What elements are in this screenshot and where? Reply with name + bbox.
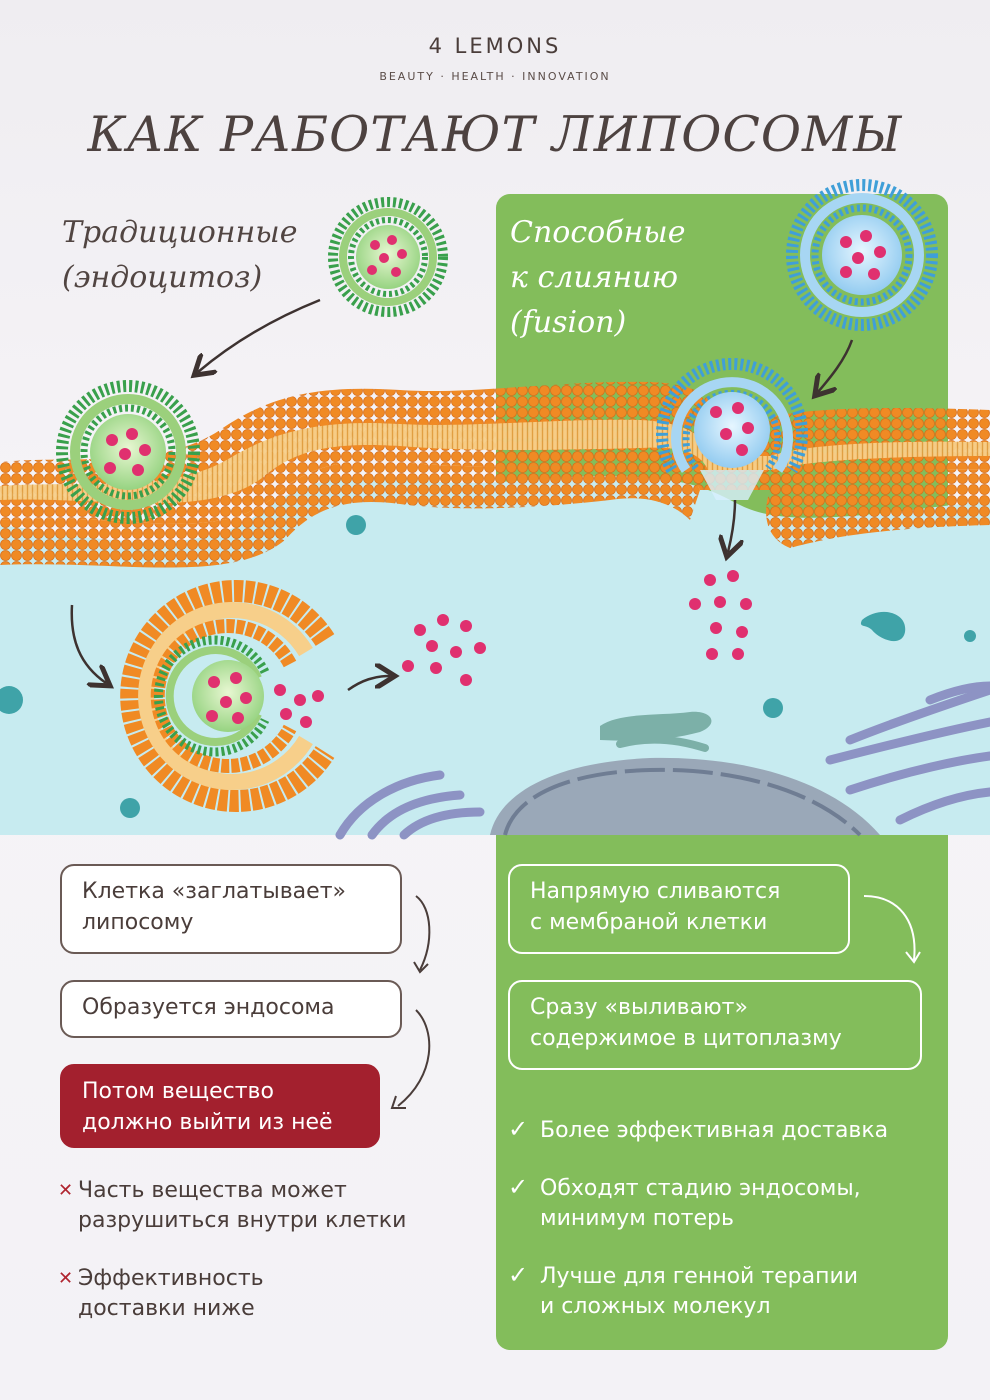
blue-liposome-fusing <box>656 358 808 500</box>
check-icon: ✓ <box>508 1261 529 1289</box>
drawback-1-line1: Часть вещества может <box>78 1178 347 1203</box>
benefit-1: ✓ Более эффективная доставка <box>508 1115 940 1146</box>
benefit-3-line2: и сложных молекул <box>540 1294 771 1319</box>
endosome <box>120 580 335 812</box>
fusion-heading: Способные к слиянию (fusion) <box>510 210 770 345</box>
traditional-step-1: Клетка «заглатывает» липосому <box>60 864 402 954</box>
fusion-step-1-line1: Напрямую сливаются <box>530 879 781 904</box>
benefit-1-line1: Более эффективная доставка <box>540 1118 889 1143</box>
diagram-arrows <box>70 298 854 692</box>
drawback-1: ✕ Часть вещества может разрушиться внутр… <box>58 1176 458 1236</box>
traditional-step-3-line2: должно выйти из неё <box>82 1110 333 1135</box>
check-icon: ✓ <box>508 1115 529 1143</box>
traditional-step-2-line1: Образуется эндосома <box>82 995 335 1020</box>
traditional-heading-line1: Традиционные <box>62 215 298 250</box>
blue-liposome-free <box>786 179 938 331</box>
traditional-heading: Традиционные (эндоцитоз) <box>62 210 362 300</box>
benefit-2: ✓ Обходят стадию эндосомы, минимум потер… <box>508 1173 940 1234</box>
traditional-step-1-line2: липосому <box>82 910 194 935</box>
traditional-step-3: Потом вещество должно выйти из неё <box>60 1064 380 1148</box>
fusion-heading-line1: Способные <box>510 215 686 250</box>
arrow-to-membrane-right <box>818 339 854 392</box>
page-title: КАК РАБОТАЮТ ЛИПОСОМЫ <box>87 106 903 163</box>
curved-arrow-icon <box>415 895 431 971</box>
fusion-step-2: Сразу «выливают» содержимое в цитоплазму <box>508 980 922 1070</box>
released-cargo-right <box>689 570 752 660</box>
cross-icon: ✕ <box>58 1268 74 1289</box>
green-liposome-free <box>328 197 448 317</box>
brand-name: 4 LEMONS <box>428 34 562 58</box>
curved-arrow-icon <box>397 1009 431 1107</box>
benefit-3-line1: Лучше для генной терапии <box>540 1264 859 1289</box>
fusion-step-arrows <box>863 895 921 964</box>
traditional-step-3-line1: Потом вещество <box>82 1079 274 1104</box>
brand-tagline: BEAUTY · HEALTH · INNOVATION <box>379 70 611 83</box>
drawback-1-line2: разрушиться внутри клетки <box>78 1208 407 1233</box>
fusion-heading-line3: (fusion) <box>510 305 627 340</box>
benefit-3: ✓ Лучше для генной терапии и сложных мол… <box>508 1261 940 1322</box>
arrow-release-left <box>347 676 390 692</box>
organelles <box>0 515 990 840</box>
arrow-to-endosome <box>70 604 106 683</box>
benefit-2-line1: Обходят стадию эндосомы, <box>540 1176 861 1201</box>
traditional-step-arrows <box>390 895 431 1109</box>
fusion-step-1-line2: с мембраной клетки <box>530 910 768 935</box>
green-liposome-entering <box>56 380 200 524</box>
benefit-2-line2: минимум потерь <box>540 1206 734 1231</box>
curved-arrow-icon <box>863 895 916 961</box>
drawback-2-line1: Эффективность <box>78 1266 264 1291</box>
traditional-step-1-line1: Клетка «заглатывает» <box>82 879 346 904</box>
drawback-2: ✕ Эффективность доставки ниже <box>58 1264 458 1324</box>
fusion-step-2-line2: содержимое в цитоплазму <box>530 1026 842 1051</box>
liposome-diagram <box>0 179 990 840</box>
traditional-heading-line2: (эндоцитоз) <box>62 260 263 295</box>
cross-icon: ✕ <box>58 1180 74 1201</box>
arrow-release-right <box>728 499 735 552</box>
released-cargo-left <box>402 614 486 686</box>
fusion-step-2-line1: Сразу «выливают» <box>530 995 748 1020</box>
arrow-to-membrane-left <box>198 298 321 372</box>
traditional-step-2: Образуется эндосома <box>60 980 402 1038</box>
check-icon: ✓ <box>508 1173 529 1201</box>
fusion-heading-line2: к слиянию <box>510 260 679 295</box>
fusion-step-1: Напрямую сливаются с мембраной клетки <box>508 864 850 954</box>
drawback-2-line2: доставки ниже <box>78 1296 255 1321</box>
